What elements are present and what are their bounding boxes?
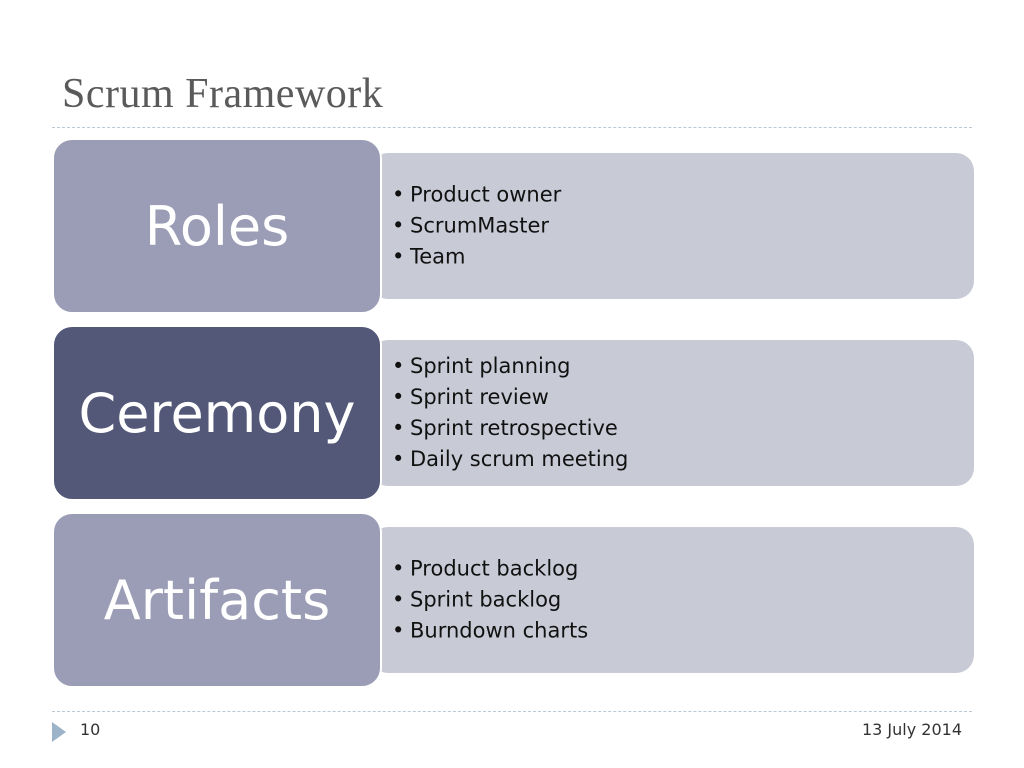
- list-item: Sprint retrospective: [392, 413, 628, 444]
- list-item: Team: [392, 242, 561, 273]
- bullet-list: Product backlog Sprint backlog Burndown …: [392, 554, 588, 647]
- list-item: Product backlog: [392, 554, 588, 585]
- section-ceremony: Sprint planning Sprint review Sprint ret…: [52, 325, 974, 501]
- section-roles: Product owner ScrumMaster Team Roles: [52, 138, 974, 314]
- list-item: Sprint backlog: [392, 585, 588, 616]
- page-number: 10: [80, 720, 101, 739]
- section-detail-panel: Product owner ScrumMaster Team: [370, 153, 974, 299]
- section-label: Ceremony: [78, 381, 356, 445]
- list-item: Product owner: [392, 180, 561, 211]
- list-item: Daily scrum meeting: [392, 444, 628, 475]
- section-label: Roles: [144, 194, 290, 258]
- footer-divider: [52, 711, 972, 712]
- section-label-box: Roles: [52, 138, 382, 314]
- section-artifacts: Product backlog Sprint backlog Burndown …: [52, 512, 974, 688]
- section-label-box: Ceremony: [52, 325, 382, 501]
- list-item: Sprint review: [392, 382, 628, 413]
- section-detail-panel: Product backlog Sprint backlog Burndown …: [370, 527, 974, 673]
- section-detail-panel: Sprint planning Sprint review Sprint ret…: [370, 340, 974, 486]
- list-item: Sprint planning: [392, 351, 628, 382]
- section-label: Artifacts: [103, 568, 331, 632]
- list-item: ScrumMaster: [392, 211, 561, 242]
- list-item: Burndown charts: [392, 616, 588, 647]
- triangle-arrow-icon: [52, 722, 66, 742]
- bullet-list: Sprint planning Sprint review Sprint ret…: [392, 351, 628, 475]
- footer-date: 13 July 2014: [861, 720, 962, 739]
- bullet-list: Product owner ScrumMaster Team: [392, 180, 561, 273]
- slide-title: Scrum Framework: [62, 71, 384, 117]
- section-label-box: Artifacts: [52, 512, 382, 688]
- title-divider: [52, 127, 972, 128]
